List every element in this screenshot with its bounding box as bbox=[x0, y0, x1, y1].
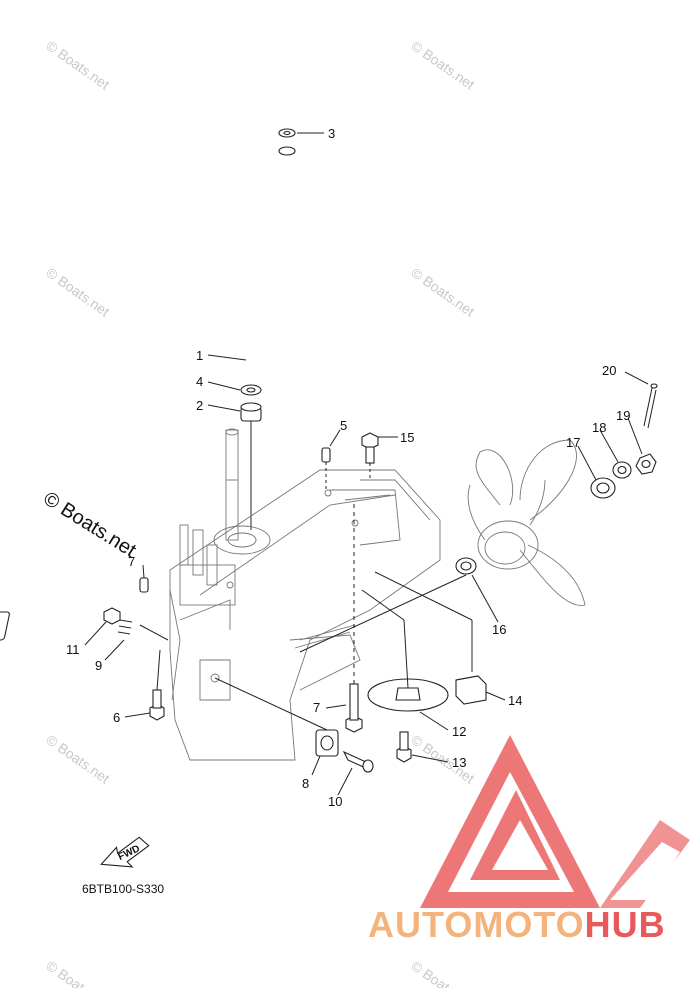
prop-hardware bbox=[455, 383, 658, 575]
tube-grommet-top bbox=[278, 146, 296, 156]
callout-numbers: 1 2 3 4 5 6 7 7 8 9 10 11 12 13 14 15 16… bbox=[66, 126, 630, 809]
leader-lines bbox=[84, 132, 649, 796]
water-tube bbox=[248, 128, 296, 382]
callout-18: 18 bbox=[592, 420, 606, 435]
callout-17: 17 bbox=[566, 435, 580, 450]
brand-logo bbox=[420, 735, 690, 908]
cover-9 bbox=[0, 611, 10, 641]
brand-text-part1: AUTOMOTO bbox=[368, 904, 585, 945]
watermark: © Boats.net bbox=[408, 37, 477, 92]
callout-5: 5 bbox=[340, 418, 347, 433]
watermark: © Boats.net bbox=[43, 731, 112, 786]
callout-4: 4 bbox=[196, 374, 203, 389]
bolt-15 bbox=[361, 432, 379, 450]
watermark: © Boats.net bbox=[43, 37, 112, 92]
fasteners bbox=[0, 432, 487, 773]
watermark: © Boats.net bbox=[408, 731, 477, 786]
callout-11: 11 bbox=[66, 642, 80, 657]
watermark: © Boats.net bbox=[43, 957, 112, 988]
lower-casing bbox=[169, 428, 441, 761]
callout-15: 15 bbox=[400, 430, 414, 445]
reference-code: 6BTB100-S330 bbox=[82, 882, 164, 896]
watermark: © Boats.net bbox=[43, 264, 112, 319]
grommet-seal bbox=[240, 384, 262, 530]
callout-9: 9 bbox=[95, 658, 102, 673]
brand-text-part2: HUB bbox=[585, 904, 666, 945]
callout-7-left: 7 bbox=[128, 554, 135, 569]
callout-19: 19 bbox=[616, 408, 630, 423]
propeller bbox=[467, 439, 586, 606]
dowel-pin-5 bbox=[321, 447, 331, 463]
watermark: © Boats.net bbox=[408, 957, 477, 988]
cotter-pin-20 bbox=[643, 387, 657, 429]
callout-3: 3 bbox=[328, 126, 335, 141]
callout-6: 6 bbox=[113, 710, 120, 725]
callout-8: 8 bbox=[302, 776, 309, 791]
watermark: © Boats.net bbox=[408, 264, 477, 319]
callout-1: 1 bbox=[196, 348, 203, 363]
watermark-large: © Boats.net bbox=[39, 488, 140, 562]
brand-text: AUTOMOTOHUB bbox=[368, 904, 666, 945]
fwd-arrow: FWD bbox=[100, 836, 150, 868]
nut-11 bbox=[103, 607, 121, 625]
callout-12: 12 bbox=[452, 724, 466, 739]
watermarks: © Boats.net © Boats.net © Boats.net © Bo… bbox=[39, 37, 477, 988]
callout-14: 14 bbox=[508, 693, 522, 708]
callout-7: 7 bbox=[313, 700, 320, 715]
callout-13: 13 bbox=[452, 755, 466, 770]
callout-2: 2 bbox=[196, 398, 203, 413]
anode-14 bbox=[455, 675, 487, 705]
callout-20: 20 bbox=[602, 363, 616, 378]
callout-16: 16 bbox=[492, 622, 506, 637]
callout-10: 10 bbox=[328, 794, 342, 809]
pin-7-left bbox=[139, 577, 149, 593]
